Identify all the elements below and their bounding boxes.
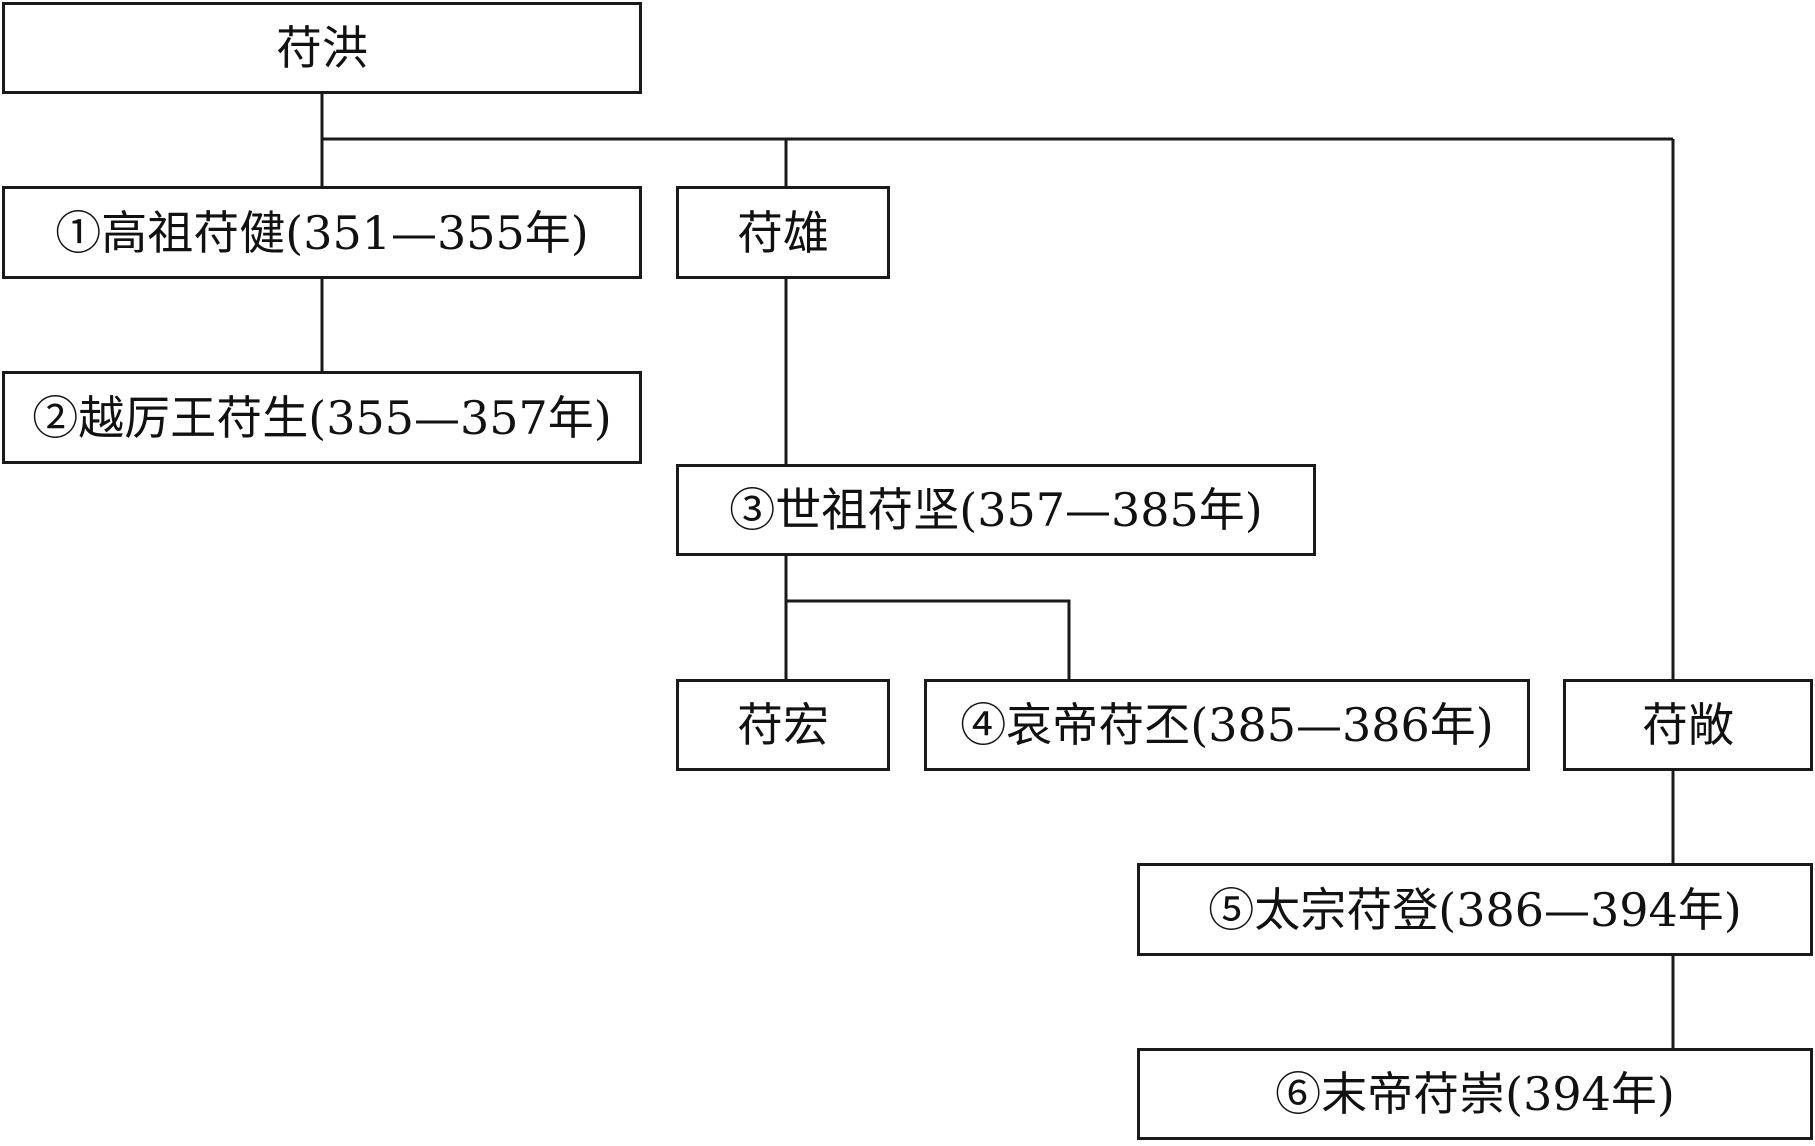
- node-fu-chong: ⑥末帝苻崇(394年): [1137, 1048, 1813, 1140]
- node-fu-hong: 苻洪: [2, 2, 642, 94]
- node-fu-chang: 苻敞: [1563, 679, 1813, 771]
- node-fu-pi: ④哀帝苻丕(385—386年): [924, 679, 1530, 771]
- node-fu-deng: ⑤太宗苻登(386—394年): [1137, 863, 1813, 956]
- node-fu-jian-gaozu: ①高祖苻健(351—355年): [2, 186, 642, 279]
- node-fu-sheng: ②越厉王苻生(355—357年): [2, 371, 642, 464]
- connector-fu-jian-children-bar: [786, 599, 1071, 679]
- node-fu-xiong: 苻雄: [676, 186, 890, 279]
- node-fu-jian-shizu: ③世祖苻坚(357—385年): [676, 464, 1316, 556]
- node-fu-hong-son: 苻宏: [676, 679, 890, 771]
